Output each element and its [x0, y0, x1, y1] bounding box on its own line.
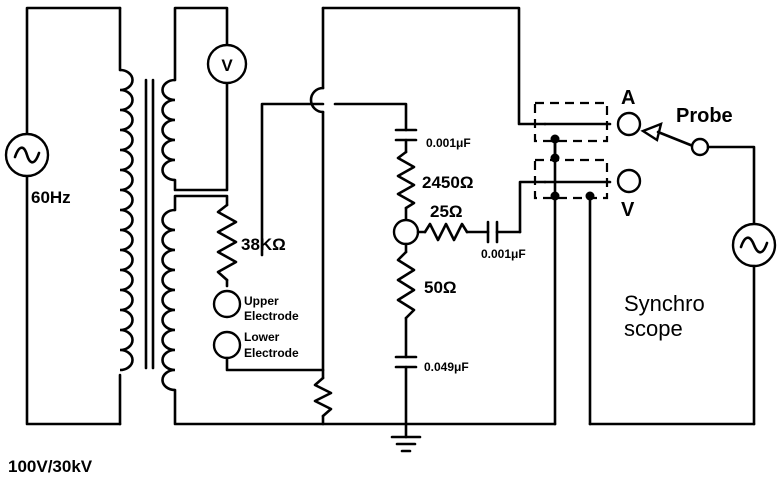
ac-source-circuit: 60Hz [4, 6, 122, 426]
terminal-v [616, 168, 642, 194]
transformer-rating-label: 100V/30kV [8, 457, 93, 476]
hv-circuit: 38KΩ Upper Electrode Lower Electrode [173, 102, 557, 426]
divider-network: 0.001μF 2450Ω 25Ω 0.001μF 50Ω 0.049μF [392, 128, 547, 439]
switch-housing-v [533, 158, 609, 200]
probe: Probe [640, 105, 756, 226]
capacitor-series-label: 0.001μF [481, 247, 526, 261]
resistor-38k [216, 203, 238, 282]
lower-electrode-label-2: Electrode [244, 346, 299, 360]
terminal-a [616, 111, 642, 137]
upper-electrode [212, 289, 242, 319]
probe-label: Probe [676, 105, 733, 127]
capacitor-top-label: 0.001μF [426, 136, 471, 150]
voltmeter-icon [206, 43, 248, 85]
switch-housing-a [533, 101, 609, 143]
terminal-a-label: A [621, 87, 635, 109]
resistor-38k-label: 38KΩ [241, 235, 286, 254]
capacitor-bottom-label: 0.049μF [424, 360, 469, 374]
transformer: 100V/30kV [8, 68, 176, 476]
selector-switch: A V [533, 87, 642, 426]
terminal-v-label: V [621, 199, 635, 221]
ground-icon [390, 435, 422, 453]
source-frequency-label: 60Hz [31, 188, 71, 207]
lower-electrode [212, 330, 242, 360]
hv-secondary-winding [161, 208, 176, 392]
synchroscope-label-2: scope [624, 316, 683, 341]
voltmeter-circuit: V [173, 6, 248, 192]
probe-terminal [690, 137, 710, 157]
upper-electrode-label-2: Electrode [244, 309, 299, 323]
lower-electrode-label-1: Lower [244, 330, 280, 344]
upper-electrode-label-1: Upper [244, 294, 279, 308]
synchroscope-label-1: Synchro [624, 291, 705, 316]
resistor-50 [396, 250, 416, 320]
divider-junction [392, 218, 420, 246]
primary-winding [119, 68, 134, 372]
voltmeter-winding [161, 78, 176, 182]
signal-wire [309, 6, 547, 372]
voltmeter-symbol: V [221, 56, 233, 75]
resistor-2450-label: 2450Ω [422, 173, 473, 192]
resistor-50-label: 50Ω [424, 278, 457, 297]
resistor-25-label: 25Ω [430, 202, 463, 221]
synchroscope: Synchro scope [588, 222, 777, 426]
resistor-2450 [396, 150, 416, 210]
ground-resistor [313, 376, 333, 418]
resistor-25 [423, 222, 469, 242]
